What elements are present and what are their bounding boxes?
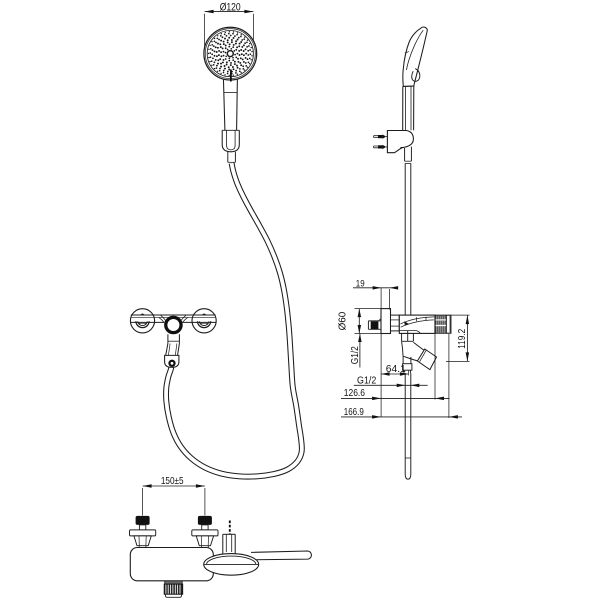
- svg-text:150±5: 150±5: [161, 476, 184, 487]
- svg-text:Ø60: Ø60: [338, 311, 349, 330]
- svg-text:G1/2: G1/2: [350, 346, 361, 364]
- svg-text:64.1: 64.1: [386, 364, 406, 375]
- svg-text:166.9: 166.9: [344, 407, 364, 418]
- svg-text:G1/2: G1/2: [357, 376, 377, 387]
- svg-text:19: 19: [356, 278, 365, 289]
- svg-text:119.2: 119.2: [457, 329, 468, 349]
- svg-text:Ø120: Ø120: [220, 1, 241, 13]
- svg-text:126.6: 126.6: [344, 388, 365, 399]
